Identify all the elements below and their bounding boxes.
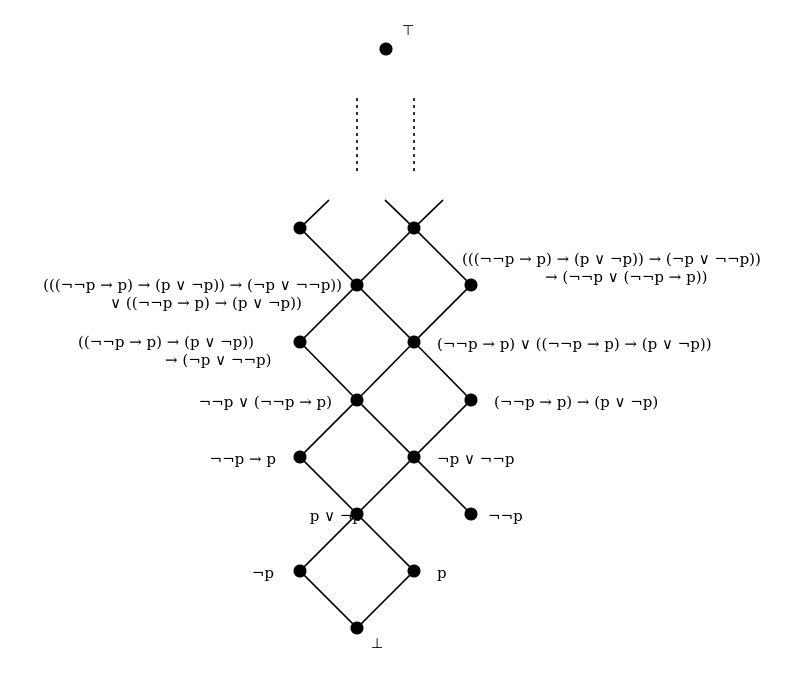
node-R3 xyxy=(407,335,421,349)
node-R6 xyxy=(464,507,478,521)
node-R5 xyxy=(407,450,421,464)
label-level7-left: ¬p xyxy=(251,564,274,582)
edge-L4-R5 xyxy=(356,399,415,458)
label-upper-left-line2: ∨ ((¬¬p → p) → (p ∨ ¬p)) xyxy=(110,294,302,312)
node-R2 xyxy=(464,278,478,292)
node-R1 xyxy=(407,221,421,235)
edge-R5-L6 xyxy=(356,456,415,515)
edge-L2-R3 xyxy=(356,284,415,343)
label-mid-right: (¬¬p → p) ∨ ((¬¬p → p) → (p ∨ ¬p)) xyxy=(437,335,712,353)
label-upper-left-line1: (((¬¬p → p) → (p ∨ ¬p)) → (¬p ∨ ¬¬p)) xyxy=(43,276,342,294)
node-L1 xyxy=(293,221,307,235)
edge-R3-L4 xyxy=(356,341,415,401)
label-level5-left: ¬¬p → p xyxy=(209,450,276,468)
node-R7 xyxy=(407,564,421,578)
edge-R3-R4 xyxy=(413,341,472,401)
label-mid-left-line2: → (¬p ∨ ¬¬p) xyxy=(165,351,272,369)
edge-L2-L3 xyxy=(299,284,358,343)
node-L4 xyxy=(350,393,364,407)
label-level7-right: p xyxy=(437,564,447,582)
edge-R5-R6 xyxy=(413,456,472,515)
edge-L7-bottom xyxy=(299,570,358,629)
node-R4 xyxy=(464,393,478,407)
label-level5-right: ¬p ∨ ¬¬p xyxy=(437,450,515,468)
label-mid-left-line1: ((¬¬p → p) → (p ∨ ¬p)) xyxy=(78,333,254,351)
edge-R4-R5 xyxy=(413,399,472,458)
edge-L4-L5 xyxy=(299,399,358,458)
bottom-symbol: ⊥ xyxy=(371,636,384,652)
node-L5 xyxy=(293,450,307,464)
edge-stub-L1-up xyxy=(299,199,330,229)
node-L6 xyxy=(350,507,364,521)
node-L2 xyxy=(350,278,364,292)
node-L3 xyxy=(293,335,307,349)
top-symbol: ⊤ xyxy=(402,23,415,39)
edge-L3-L4 xyxy=(299,341,358,401)
node-bottom xyxy=(350,621,364,635)
edge-stub-R1-up-left xyxy=(384,199,415,229)
edge-R7-bottom xyxy=(356,570,415,629)
edge-L6-L7 xyxy=(299,513,358,572)
edge-stub-R1-up-right xyxy=(413,199,444,229)
label-level6-left: p ∨ ¬p xyxy=(309,507,362,525)
edge-L6-R7 xyxy=(356,513,415,572)
label-level4-left: ¬¬p ∨ (¬¬p → p) xyxy=(198,393,332,411)
edge-R1-R2 xyxy=(413,227,472,286)
edge-L1-L2 xyxy=(299,227,358,286)
label-upper-right-line2: → (¬¬p ∨ (¬¬p → p)) xyxy=(545,268,708,286)
label-level4-right: (¬¬p → p) → (p ∨ ¬p) xyxy=(494,393,659,411)
edge-L5-L6 xyxy=(299,456,358,515)
edge-R2-R3 xyxy=(413,284,472,343)
label-upper-right-line1: (((¬¬p → p) → (p ∨ ¬p)) → (¬p ∨ ¬¬p)) xyxy=(462,250,761,268)
label-level6-right: ¬¬p xyxy=(488,507,523,525)
node-top xyxy=(379,42,393,56)
edge-R1-L2 xyxy=(356,227,415,286)
node-L7 xyxy=(293,564,307,578)
